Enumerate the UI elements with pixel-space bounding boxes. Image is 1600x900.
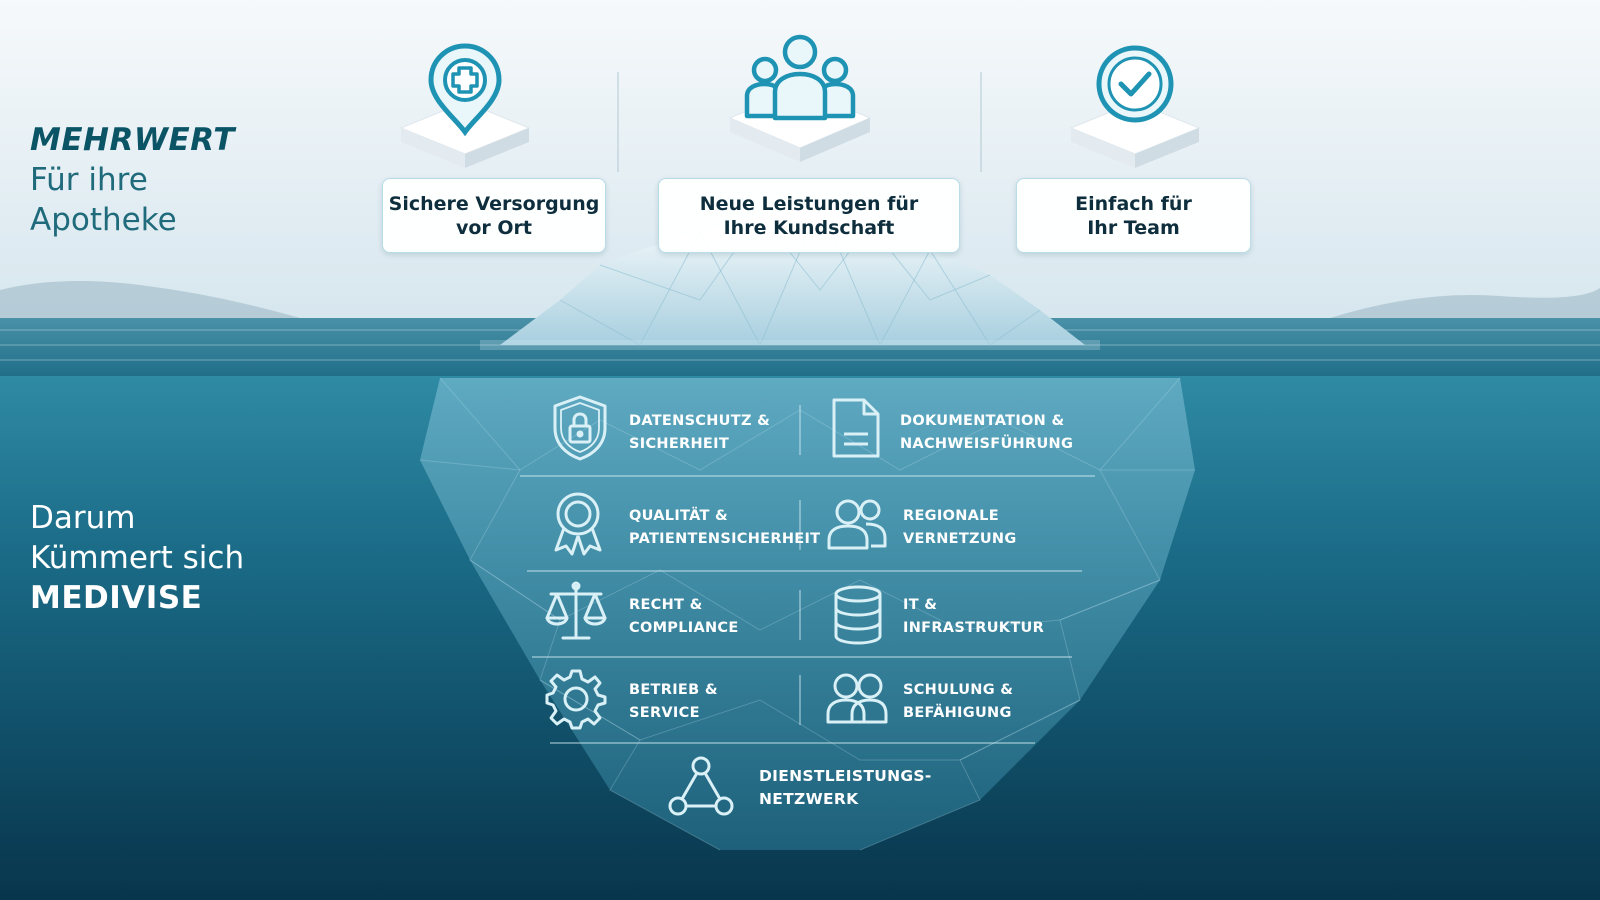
service-documentation: DOKUMENTATION & NACHWEISFÜHRUNG (900, 410, 1073, 456)
service-label-line: SERVICE (629, 705, 700, 721)
service-network: DIENSTLEISTUNGS- NETZWERK (759, 765, 932, 811)
service-quality: QUALITÄT & PATIENTENSICHERHEIT (629, 505, 820, 551)
service-label-line: BEFÄHIGUNG (903, 705, 1012, 721)
service-label-line: INFRASTRUKTUR (903, 620, 1045, 636)
gear-icon (545, 669, 607, 730)
service-operations: BETRIEB & SERVICE (629, 679, 718, 725)
database-icon (834, 585, 882, 645)
value-card-3-line-1: Einfach für (1075, 192, 1192, 215)
value-line-2: Apotheke (30, 202, 177, 238)
value-card-1: Sichere Versorgung vor Ort (382, 178, 606, 253)
service-label-line: COMPLIANCE (629, 620, 739, 636)
pedestal-1 (399, 43, 531, 168)
service-label-line: DIENSTLEISTUNGS- (759, 767, 932, 785)
users-icon (826, 673, 888, 724)
value-card-2: Neue Leistungen für Ihre Kundschaft (658, 178, 960, 253)
value-card-3: Einfach für Ihr Team (1016, 178, 1251, 253)
network-icon (668, 756, 734, 816)
service-data-protection: DATENSCHUTZ & SICHERHEIT (629, 410, 770, 456)
value-card-1-line-2: vor Ort (455, 216, 533, 239)
location-plus-icon (428, 43, 502, 137)
check-circle-icon (1096, 45, 1174, 123)
service-label-line: SCHULUNG & (903, 682, 1014, 698)
value-keyword: MEHRWERT (30, 122, 235, 158)
service-label-line: NACHWEISFÜHRUNG (900, 436, 1074, 452)
care-line-1: Darum (30, 500, 136, 536)
service-label-line: DOKUMENTATION & (900, 413, 1065, 429)
service-law: RECHT & COMPLIANCE (629, 594, 739, 640)
users-icon (827, 499, 887, 550)
value-card-3-line-2: Ihr Team (1087, 216, 1180, 239)
brand-name: MEDIVISE (30, 580, 203, 616)
value-card-1-line-1: Sichere Versorgung (388, 192, 600, 215)
pedestal-2 (728, 34, 872, 162)
service-regional: REGIONALE VERNETZUNG (903, 505, 1017, 551)
service-label-line: IT & (903, 597, 938, 613)
scales-icon (545, 581, 607, 640)
care-heading: Darum Kümmert sich MEDIVISE (30, 498, 244, 618)
value-card-2-line-2: Ihre Kundschaft (723, 216, 895, 239)
service-label-line: RECHT & (629, 597, 703, 613)
service-training: SCHULUNG & BEFÄHIGUNG (903, 679, 1013, 725)
service-label-line: SICHERHEIT (629, 436, 730, 452)
service-label-line: QUALITÄT & (629, 508, 728, 524)
document-icon (832, 398, 880, 458)
service-label-line: VERNETZUNG (903, 531, 1017, 547)
award-ribbon-icon (554, 492, 602, 556)
pedestal-3 (1069, 45, 1201, 168)
care-line-2: Kümmert sich (30, 540, 245, 576)
value-heading: MEHRWERT Für ihre Apotheke (30, 120, 235, 240)
service-label-line: PATIENTENSICHERHEIT (629, 531, 821, 547)
service-label-line: NETZWERK (759, 790, 859, 808)
service-label-line: REGIONALE (903, 508, 999, 524)
service-it: IT & INFRASTRUKTUR (903, 594, 1044, 640)
value-line-1: Für ihre (30, 162, 148, 198)
shield-lock-icon (553, 395, 607, 461)
service-label-line: DATENSCHUTZ & (629, 413, 771, 429)
people-group-icon (744, 34, 856, 121)
service-label-line: BETRIEB & (629, 682, 718, 698)
value-card-2-line-1: Neue Leistungen für (699, 192, 919, 215)
